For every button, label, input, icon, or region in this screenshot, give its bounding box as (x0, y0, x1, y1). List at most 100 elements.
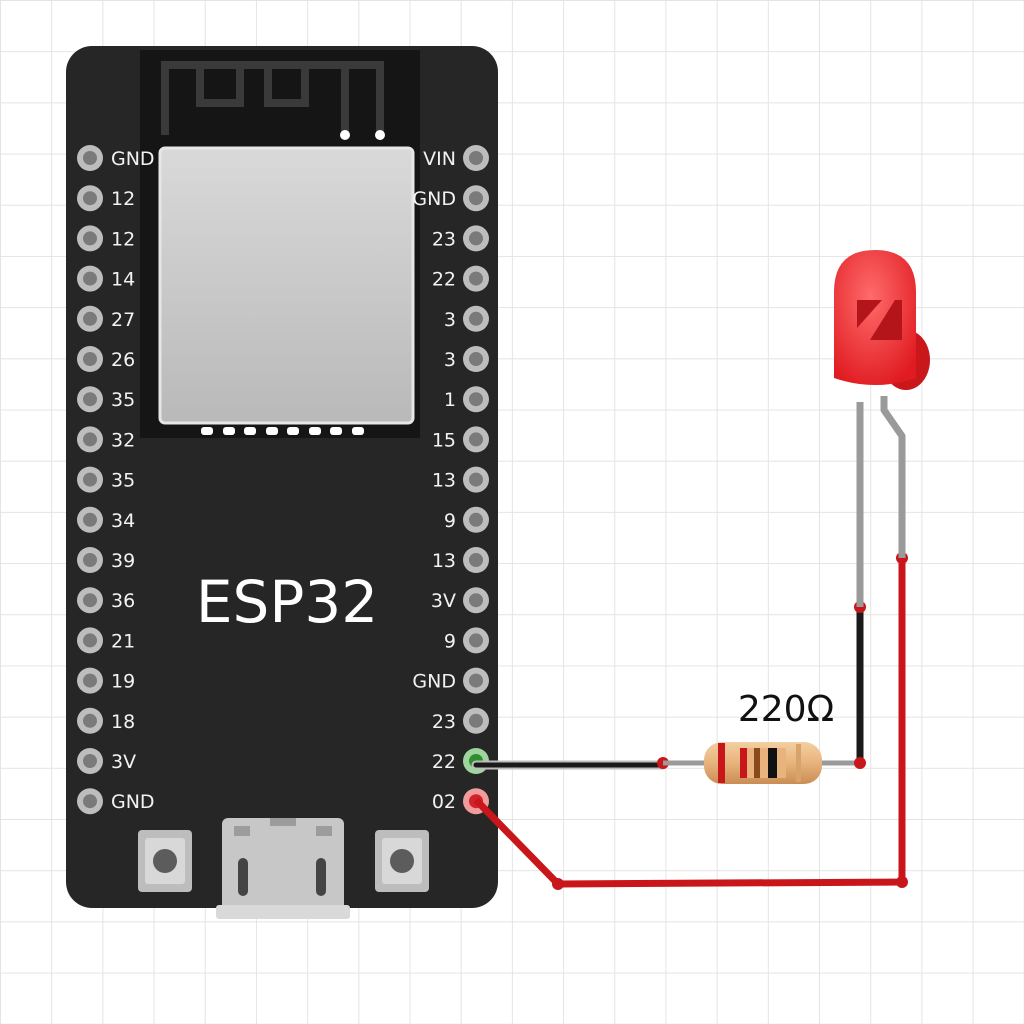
pin-label: 12 (111, 228, 135, 250)
pin-hole-center (83, 311, 97, 326)
pin-left-12[interactable]: 12 (77, 185, 135, 212)
pin-hole-center (83, 271, 97, 286)
pin-right-13[interactable]: 13 (432, 466, 489, 493)
wire-black-resistor-to-led[interactable] (854, 601, 866, 769)
pin-label: 19 (111, 671, 135, 693)
pin-left-14[interactable]: 14 (77, 265, 135, 292)
red-led[interactable] (834, 250, 930, 607)
pin-right-3[interactable]: 3 (444, 346, 489, 372)
pin-hole-center (469, 713, 483, 728)
pin-right-23[interactable]: 23 (432, 225, 489, 252)
pin-label: 02 (432, 791, 456, 813)
pin-label: 35 (111, 470, 135, 492)
board-title: ESP32 (196, 568, 378, 636)
wire-red-gpio02-to-led[interactable] (473, 552, 908, 890)
pin-hole-center (469, 553, 483, 567)
esp32-board: ESP32 GND12121427263532353439362119183VG… (66, 46, 498, 919)
pin-left-21[interactable]: 21 (77, 627, 135, 654)
boot-button[interactable] (138, 830, 192, 892)
pin-label: VIN (423, 148, 456, 170)
pin-label: 39 (111, 550, 135, 572)
pin-hole-center (83, 352, 97, 366)
pin-hole-center (83, 633, 97, 648)
resistor[interactable] (704, 742, 822, 784)
pin-hole-center (83, 191, 97, 206)
pin-left-18[interactable]: 18 (77, 707, 135, 734)
pin-hole-center (469, 392, 483, 407)
pin-label: 3 (444, 309, 456, 331)
pin-label: 15 (432, 429, 456, 451)
pin-right-22[interactable]: 22 (432, 265, 489, 292)
pin-hole-center (469, 311, 483, 326)
pin-right-gnd[interactable]: GND (412, 185, 489, 212)
wire-black-gpio22-to-resistor[interactable] (471, 757, 669, 770)
pin-label: 12 (111, 188, 135, 210)
en-button[interactable] (375, 830, 429, 892)
pin-right-23[interactable]: 23 (432, 707, 489, 734)
pin-hole-center (469, 352, 483, 366)
pin-hole-center (83, 794, 97, 809)
pin-left-gnd[interactable]: GND (77, 788, 155, 815)
wroom-module-shield (158, 146, 415, 425)
pin-hole-center (83, 553, 97, 567)
pin-label: 3 (444, 349, 456, 371)
pin-hole-center (469, 432, 483, 447)
pin-left-19[interactable]: 19 (77, 667, 135, 694)
pin-left-36[interactable]: 36 (77, 587, 135, 614)
resistor-band-1 (718, 743, 725, 783)
pin-left-35[interactable]: 35 (77, 386, 135, 413)
led-anode-leg (880, 396, 906, 558)
pin-label: 34 (111, 510, 135, 532)
pin-right-9[interactable]: 9 (444, 506, 489, 533)
pin-hole-center (83, 432, 97, 447)
pin-left-12[interactable]: 12 (77, 225, 135, 252)
pin-label: 14 (111, 269, 135, 291)
pin-label: 3V (431, 590, 456, 612)
pin-label: GND (111, 791, 155, 813)
pin-hole-center (83, 593, 97, 608)
pin-left-27[interactable]: 27 (77, 305, 135, 332)
resistor-value-label: 220Ω (738, 689, 834, 730)
pin-label: 23 (432, 228, 456, 250)
pin-label: 21 (111, 630, 135, 652)
pin-label: 35 (111, 389, 135, 411)
pin-label: 36 (111, 590, 135, 612)
pin-left-26[interactable]: 26 (77, 346, 135, 372)
pin-right-3[interactable]: 3 (444, 305, 489, 332)
pin-hole-center (469, 512, 483, 527)
pin-left-32[interactable]: 32 (77, 426, 135, 453)
pin-left-3v[interactable]: 3V (77, 748, 136, 774)
pin-right-13[interactable]: 13 (432, 547, 489, 573)
pin-left-gnd[interactable]: GND (77, 145, 155, 171)
pin-label: 22 (432, 751, 456, 773)
pin-right-vin[interactable]: VIN (423, 145, 489, 171)
pin-left-39[interactable]: 39 (77, 547, 135, 573)
pin-hole-center (83, 392, 97, 407)
pin-right-9[interactable]: 9 (444, 627, 489, 654)
pin-label: 26 (111, 349, 135, 371)
pin-left-34[interactable]: 34 (77, 506, 135, 533)
pin-left-35[interactable]: 35 (77, 466, 135, 493)
resistor-band-5 (796, 744, 801, 782)
antenna-dot (340, 130, 350, 140)
pin-label: GND (412, 671, 456, 693)
pin-right-gnd[interactable]: GND (412, 667, 489, 694)
pin-right-3v[interactable]: 3V (431, 587, 489, 614)
pin-hole-center (83, 231, 97, 246)
pin-hole-center (469, 593, 483, 608)
pin-hole-center (469, 151, 483, 165)
antenna-dot (375, 130, 385, 140)
pin-right-1[interactable]: 1 (444, 386, 489, 413)
pin-label: 18 (111, 711, 135, 733)
pin-label: 27 (111, 309, 135, 331)
led-anvil (857, 300, 882, 328)
pin-label: 9 (444, 510, 456, 532)
pin-label: 13 (432, 550, 456, 572)
pin-label: 22 (432, 269, 456, 291)
resistor-band-3 (754, 748, 760, 778)
pin-hole-center (83, 673, 97, 688)
pin-hole-center (83, 151, 97, 165)
pin-right-15[interactable]: 15 (432, 426, 489, 453)
